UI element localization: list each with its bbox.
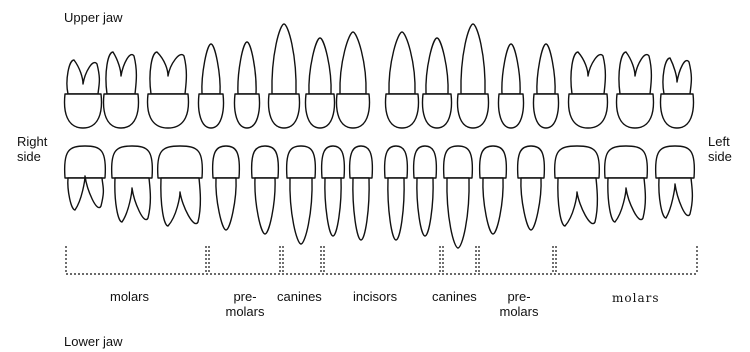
lower-tooth-crown-5 bbox=[252, 146, 279, 178]
upper-tooth-crown-6 bbox=[269, 94, 300, 128]
lower-tooth-crown-12 bbox=[480, 146, 507, 178]
lower-tooth-crown-14 bbox=[555, 146, 600, 178]
lower-tooth-root-2 bbox=[115, 178, 151, 222]
upper-tooth-root-1 bbox=[67, 60, 99, 94]
upper-tooth-root-2 bbox=[106, 52, 136, 94]
lower-tooth-root-1 bbox=[68, 176, 104, 210]
lower-tooth-crown-15 bbox=[605, 146, 648, 178]
upper-tooth-root-11 bbox=[461, 24, 485, 94]
lower-tooth-crown-7 bbox=[322, 146, 345, 178]
upper-tooth-root-7 bbox=[309, 38, 331, 94]
lower-tooth-crown-4 bbox=[213, 146, 240, 178]
lower-tooth-root-6 bbox=[290, 178, 312, 244]
right-side-label: Right side bbox=[17, 134, 47, 164]
lower-tooth-root-14 bbox=[558, 178, 598, 226]
upper-tooth-root-10 bbox=[426, 38, 448, 94]
upper-tooth-crown-4 bbox=[199, 94, 224, 128]
lower-tooth-crown-6 bbox=[287, 146, 316, 178]
lower-tooth-crown-11 bbox=[444, 146, 473, 178]
upper-tooth-root-16 bbox=[663, 58, 691, 94]
upper-tooth-crown-9 bbox=[386, 94, 419, 128]
group-label-premolars-right: pre- molars bbox=[220, 289, 270, 319]
upper-tooth-crown-13 bbox=[534, 94, 559, 128]
lower-jaw-label: Lower jaw bbox=[64, 334, 123, 349]
upper-tooth-crown-12 bbox=[499, 94, 524, 128]
lower-tooth-root-4 bbox=[216, 178, 236, 230]
upper-tooth-crown-7 bbox=[306, 94, 335, 128]
upper-tooth-crown-8 bbox=[337, 94, 370, 128]
upper-tooth-root-9 bbox=[389, 32, 415, 94]
lower-tooth-crown-13 bbox=[518, 146, 545, 178]
upper-tooth-crown-14 bbox=[569, 94, 608, 128]
upper-jaw-label: Upper jaw bbox=[64, 10, 123, 25]
upper-tooth-root-14 bbox=[571, 52, 605, 94]
left-side-label: Left side bbox=[708, 134, 732, 164]
lower-tooth-root-16 bbox=[659, 178, 693, 218]
group-label-canines-left: canines bbox=[432, 289, 477, 304]
group-label-canines-right: canines bbox=[277, 289, 322, 304]
lower-tooth-root-10 bbox=[417, 178, 433, 236]
upper-tooth-root-6 bbox=[272, 24, 296, 94]
upper-tooth-crown-3 bbox=[148, 94, 189, 128]
lower-tooth-root-7 bbox=[325, 178, 341, 236]
lower-tooth-crown-8 bbox=[350, 146, 373, 178]
upper-tooth-crown-1 bbox=[65, 94, 102, 128]
lower-tooth-root-12 bbox=[483, 178, 503, 234]
group-label-premolars-left: pre- molars bbox=[491, 289, 547, 319]
group-label-molars-left: molars bbox=[612, 291, 660, 306]
lower-tooth-crown-1 bbox=[65, 146, 106, 178]
upper-tooth-crown-15 bbox=[617, 94, 654, 128]
upper-tooth-crown-2 bbox=[104, 94, 139, 128]
group-label-incisors: incisors bbox=[353, 289, 397, 304]
upper-tooth-root-12 bbox=[502, 44, 520, 94]
upper-tooth-crown-16 bbox=[661, 94, 694, 128]
group-label-molars-right: molars bbox=[110, 289, 149, 304]
upper-tooth-root-8 bbox=[340, 32, 366, 94]
upper-tooth-root-4 bbox=[202, 44, 220, 94]
lower-tooth-root-9 bbox=[388, 178, 404, 240]
lower-tooth-root-11 bbox=[447, 178, 469, 248]
upper-tooth-root-5 bbox=[238, 42, 256, 94]
lower-tooth-crown-9 bbox=[385, 146, 408, 178]
lower-tooth-root-15 bbox=[608, 178, 646, 222]
upper-tooth-root-13 bbox=[537, 44, 555, 94]
lower-tooth-root-5 bbox=[255, 178, 275, 234]
upper-tooth-root-3 bbox=[150, 52, 186, 94]
lower-tooth-root-8 bbox=[353, 178, 369, 240]
lower-tooth-root-13 bbox=[521, 178, 541, 230]
upper-tooth-root-15 bbox=[619, 52, 651, 94]
lower-tooth-root-3 bbox=[161, 178, 201, 226]
lower-tooth-crown-10 bbox=[414, 146, 437, 178]
lower-tooth-crown-3 bbox=[158, 146, 203, 178]
lower-tooth-crown-2 bbox=[112, 146, 153, 178]
upper-tooth-crown-5 bbox=[235, 94, 260, 128]
lower-tooth-crown-16 bbox=[656, 146, 695, 178]
upper-tooth-crown-11 bbox=[458, 94, 489, 128]
upper-tooth-crown-10 bbox=[423, 94, 452, 128]
